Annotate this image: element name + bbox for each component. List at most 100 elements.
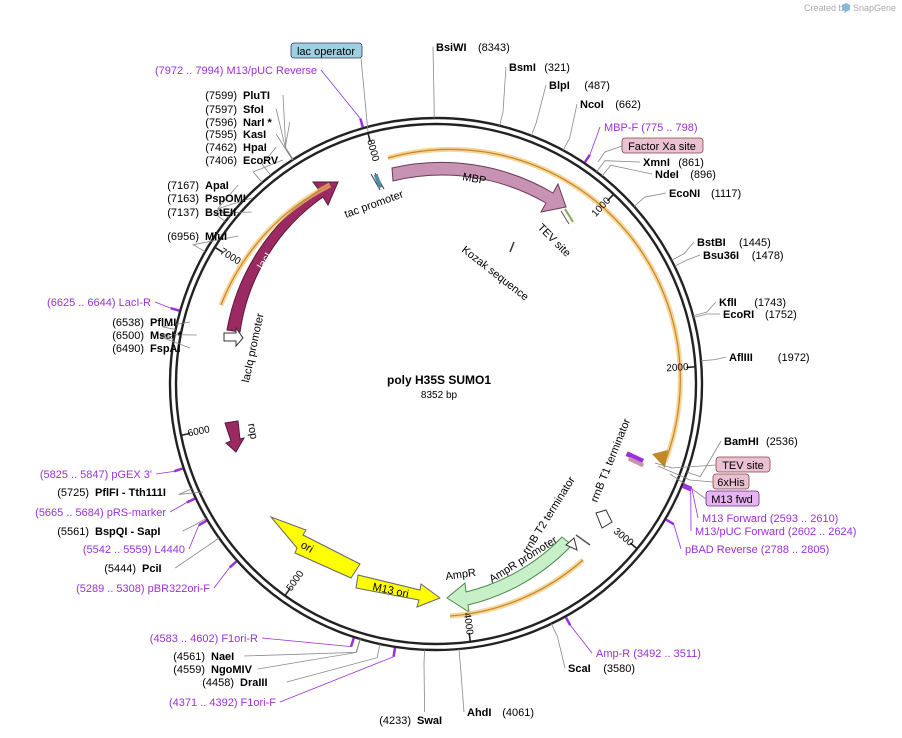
m13-ori-label: M13 ori bbox=[371, 581, 409, 600]
tev-site-box[interactable]: TEV site bbox=[715, 456, 771, 473]
enzyme-site[interactable]: NdeI(896) bbox=[601, 164, 716, 181]
factor-xa-box[interactable]: Factor Xa site bbox=[621, 137, 704, 154]
primer-label: M13 Forward (2593 .. 2610) bbox=[702, 513, 838, 525]
primer-binding-mark bbox=[564, 616, 572, 626]
primer-binding-mark bbox=[392, 647, 397, 657]
enzyme-site[interactable]: BsmI(321) bbox=[499, 62, 570, 126]
enzyme-site[interactable]: (4233)SwaI bbox=[379, 649, 442, 727]
enzyme-position: (5561) bbox=[57, 526, 89, 538]
backbone-outer-ring bbox=[168, 116, 704, 652]
enzyme-leader bbox=[282, 94, 294, 160]
enzyme-site[interactable]: EcoRI(1752) bbox=[693, 309, 797, 321]
enzyme-site[interactable]: XmnI(861) bbox=[596, 157, 704, 173]
enzyme-position: (7137) bbox=[167, 207, 199, 219]
enzyme-site[interactable]: (7406)EcoRV bbox=[205, 155, 284, 183]
primer-site[interactable]: M13/pUC Forward (2602 .. 2624) bbox=[681, 485, 856, 538]
enzyme-site[interactable]: (7462)HpaI bbox=[205, 142, 277, 176]
primer-site[interactable]: pBAD Reverse (2788 .. 2805) bbox=[665, 518, 829, 556]
enzyme-site[interactable]: AflIII(1972) bbox=[700, 352, 810, 364]
enzyme-name: SfoI bbox=[243, 104, 264, 116]
enzyme-site[interactable]: (6956)MluI bbox=[167, 231, 239, 253]
primer-leader bbox=[213, 567, 231, 589]
kozak-mark bbox=[509, 241, 515, 253]
enzyme-site[interactable]: (5561)BspQI - SapI bbox=[57, 517, 207, 538]
primer-site[interactable]: (4371 .. 4392) F1ori-F bbox=[169, 647, 397, 709]
ampr-track-line bbox=[449, 559, 584, 617]
primer-site[interactable]: MBP-F (775 .. 798) bbox=[583, 122, 698, 164]
enzyme-name: NgoMIV bbox=[211, 664, 253, 676]
enzyme-leader bbox=[693, 313, 721, 318]
enzyme-site[interactable]: (6490)FspAI bbox=[112, 336, 191, 355]
enzyme-site[interactable]: (4458)DraIII bbox=[202, 643, 381, 689]
plasmid-name: poly H35S SUMO1 bbox=[387, 373, 491, 387]
enzyme-site[interactable]: EcoNI (1117) bbox=[633, 188, 741, 207]
enzyme-position: (1972) bbox=[778, 352, 810, 364]
primer-site[interactable]: (5542 .. 5559) L4440 bbox=[83, 519, 208, 556]
enzyme-leader bbox=[499, 66, 507, 126]
enzyme-name: NcoI bbox=[580, 99, 604, 111]
enzyme-site[interactable]: BlpI(487) bbox=[530, 80, 610, 136]
enzyme-site[interactable]: ScaI(3580) bbox=[550, 623, 635, 675]
enzyme-position: (3580) bbox=[603, 663, 635, 675]
enzyme-site[interactable]: (7137)BstEII bbox=[167, 207, 252, 222]
feature-arcs bbox=[218, 146, 683, 619]
enzyme-leader bbox=[633, 192, 667, 207]
enzyme-name: EcoNI bbox=[669, 188, 700, 200]
enzyme-leader bbox=[161, 321, 191, 330]
primer-site[interactable]: (4583 .. 4602) F1ori-R bbox=[150, 633, 355, 647]
enzyme-site[interactable]: (5725)PflFI - Tth111I bbox=[57, 487, 204, 499]
his-tag-label: 6xHis bbox=[717, 477, 745, 489]
enzyme-site[interactable]: (7599)PluTI bbox=[205, 90, 294, 160]
tick-mark bbox=[686, 366, 695, 369]
primer-site[interactable]: (7972 .. 7994) M13/pUC Reverse bbox=[155, 65, 365, 128]
enzyme-site[interactable]: (5444)PciI bbox=[104, 537, 220, 575]
enzyme-name: ApaI bbox=[205, 180, 229, 192]
enzyme-site[interactable]: KflI(1743) bbox=[692, 297, 786, 317]
primer-label: (5542 .. 5559) L4440 bbox=[83, 544, 185, 556]
enzyme-site[interactable]: AhdI(4061) bbox=[458, 648, 534, 719]
enzyme-site[interactable]: BamHI(2536) bbox=[686, 436, 798, 478]
laciq-promoter-label: lacIq promoter bbox=[240, 312, 266, 384]
enzyme-position: (1445) bbox=[739, 237, 771, 249]
enzyme-site[interactable]: (4559)NgoMIV bbox=[173, 638, 361, 676]
m13-fwd-box[interactable]: M13 fwd bbox=[705, 490, 760, 507]
primer-site[interactable]: (6625 .. 6644) LacI-R bbox=[47, 297, 180, 312]
his-tag-box[interactable]: 6xHis bbox=[712, 473, 750, 490]
primer-site[interactable]: (5825 .. 5847) pGEX 3' bbox=[40, 467, 184, 481]
primer-site[interactable]: (5289 .. 5308) pBR322ori-F bbox=[76, 560, 238, 595]
enzyme-position: (1117) bbox=[711, 188, 741, 200]
enzyme-leader bbox=[562, 103, 578, 151]
mbp-track-line bbox=[387, 148, 681, 463]
enzyme-site[interactable]: (7167)ApaI bbox=[167, 180, 239, 218]
enzyme-leader bbox=[182, 517, 207, 532]
enzyme-site[interactable]: (7163)PspOMI bbox=[167, 193, 252, 218]
primer-site[interactable]: Amp-R (3492 .. 3511) bbox=[564, 616, 701, 660]
enzyme-site[interactable]: (6538)PflMI bbox=[112, 317, 191, 330]
lac-operator-box[interactable]: lac operator bbox=[290, 42, 363, 59]
enzyme-name: NarI * bbox=[243, 117, 272, 129]
primer-label: (4583 .. 4602) F1ori-R bbox=[150, 633, 258, 645]
primer-site[interactable]: (5665 .. 5684) pRS-marker bbox=[35, 497, 196, 519]
c-terminal-tags-mark bbox=[625, 451, 645, 468]
laciq-promoter-arrow bbox=[223, 326, 244, 348]
enzyme-site[interactable]: NcoI(662) bbox=[562, 99, 641, 151]
rop-feature-arrow bbox=[224, 420, 246, 453]
primer-binding-mark bbox=[682, 483, 693, 490]
tick-mark bbox=[215, 247, 223, 253]
enzyme-leader bbox=[686, 440, 722, 478]
enzyme-site[interactable]: (6500)MscI * bbox=[112, 330, 197, 342]
enzyme-site[interactable]: BstBI(1445) bbox=[671, 237, 771, 261]
enzyme-leader bbox=[275, 133, 293, 161]
enzyme-site[interactable]: BsiWI(8343) bbox=[432, 42, 510, 119]
enzyme-leader bbox=[530, 84, 547, 136]
enzyme-name: PflMI bbox=[150, 317, 176, 329]
enzyme-position: (861) bbox=[678, 157, 704, 169]
enzyme-site[interactable]: (7595)KasI bbox=[205, 129, 293, 161]
primer-site[interactable]: M13 Forward (2593 .. 2610) bbox=[682, 483, 838, 525]
tick-mark bbox=[468, 632, 471, 641]
enzyme-position: (7406) bbox=[205, 155, 237, 167]
primer-binding-mark bbox=[170, 306, 180, 312]
enzyme-site[interactable]: Bsu36I(1478) bbox=[674, 250, 784, 267]
rrnb-t1-label: rrnB T1 terminator bbox=[589, 417, 634, 504]
